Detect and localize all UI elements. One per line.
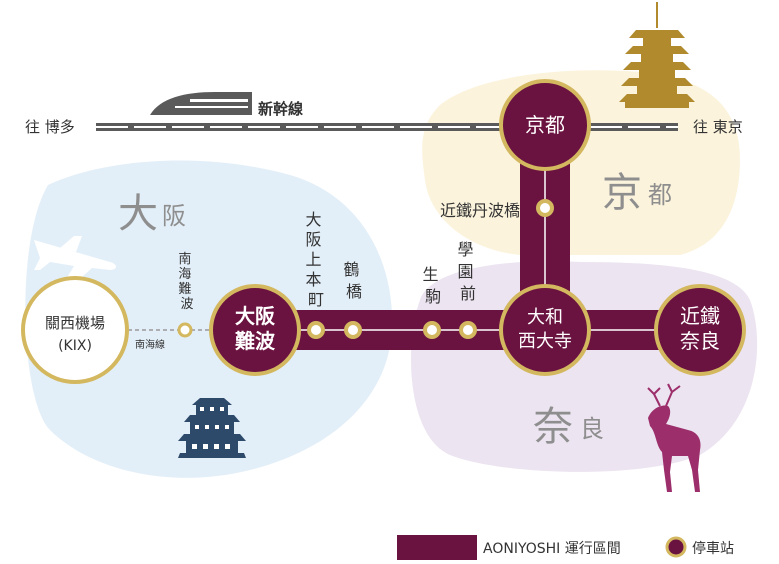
nankai-line-label: 南海線 [135, 338, 165, 351]
station-kintetsu-nara-line1: 近鐵 [680, 304, 720, 328]
airplane-icon [34, 236, 116, 286]
station-kintetsu-tambabashi-label: 近鐵丹波橋 [440, 201, 520, 220]
station-yamato-saidaiji-line2: 西大寺 [518, 331, 572, 352]
shinkansen-west-label: 往 博多 [25, 118, 75, 136]
deer-icon [647, 383, 701, 492]
osaka-region-label-small: 阪 [162, 202, 186, 230]
station-gakuenmae-label: 學 園 前 [457, 240, 478, 303]
station-kyoto-label: 京都 [525, 113, 565, 137]
shinkansen-train-icon [150, 92, 252, 115]
station-kintetsu-nara[interactable]: 近鐵 奈良 [654, 284, 746, 376]
legend-route-label: AONIYOSHI 運行區間 [483, 541, 621, 557]
station-nankai-namba[interactable]: 南 海 難 波 [177, 251, 195, 338]
station-nankai-namba-label: 南 海 難 波 [178, 251, 195, 312]
station-tsuruhashi-label: 鶴 橋 [343, 260, 364, 301]
station-kyoto[interactable]: 京都 [499, 79, 591, 171]
legend-route-swatch [397, 535, 477, 560]
osaka-castle-icon [178, 398, 246, 458]
station-yamato-saidaiji-line1: 大和 [527, 307, 563, 328]
station-ikoma[interactable]: 生 駒 [422, 265, 443, 339]
osaka-region [25, 160, 393, 478]
station-tsuruhashi[interactable]: 鶴 橋 [343, 260, 364, 339]
shinkansen-east-label: 往 東京 [693, 118, 743, 136]
nara-region-label: 奈 [533, 404, 573, 450]
station-osaka-namba-line1: 大阪 [235, 304, 276, 328]
kyoto-region-label-small: 都 [648, 181, 672, 209]
station-gakuenmae[interactable]: 學 園 前 [457, 240, 478, 339]
station-uehommachi-label: 大 阪 上 本 町 [305, 210, 326, 309]
station-osaka-namba[interactable]: 大阪 難波 [209, 284, 301, 376]
osaka-region-label: 大 [118, 191, 158, 237]
station-kintetsu-tambabashi[interactable]: 近鐵丹波橋 [440, 199, 554, 220]
station-kix-line2: (KIX) [58, 338, 92, 354]
station-ikoma-label: 生 駒 [422, 265, 443, 306]
pagoda-icon [619, 2, 695, 108]
station-kix-line1: 關西機場 [45, 314, 105, 332]
station-kix[interactable]: 關西機場 (KIX) [21, 276, 129, 384]
station-uehommachi[interactable]: 大 阪 上 本 町 [305, 210, 326, 339]
legend-stop-label: 停車站 [692, 540, 734, 557]
station-osaka-namba-line2: 難波 [235, 329, 276, 353]
kyoto-region-label: 京 [602, 170, 642, 216]
station-yamato-saidaiji[interactable]: 大和 西大寺 [499, 284, 591, 376]
nara-region-label-small: 良 [580, 415, 604, 443]
shinkansen-label: 新幹線 [258, 100, 303, 118]
legend: AONIYOSHI 運行區間 停車站 [397, 535, 734, 560]
station-kintetsu-nara-line2: 奈良 [680, 329, 720, 353]
legend-stop-swatch [665, 536, 687, 558]
